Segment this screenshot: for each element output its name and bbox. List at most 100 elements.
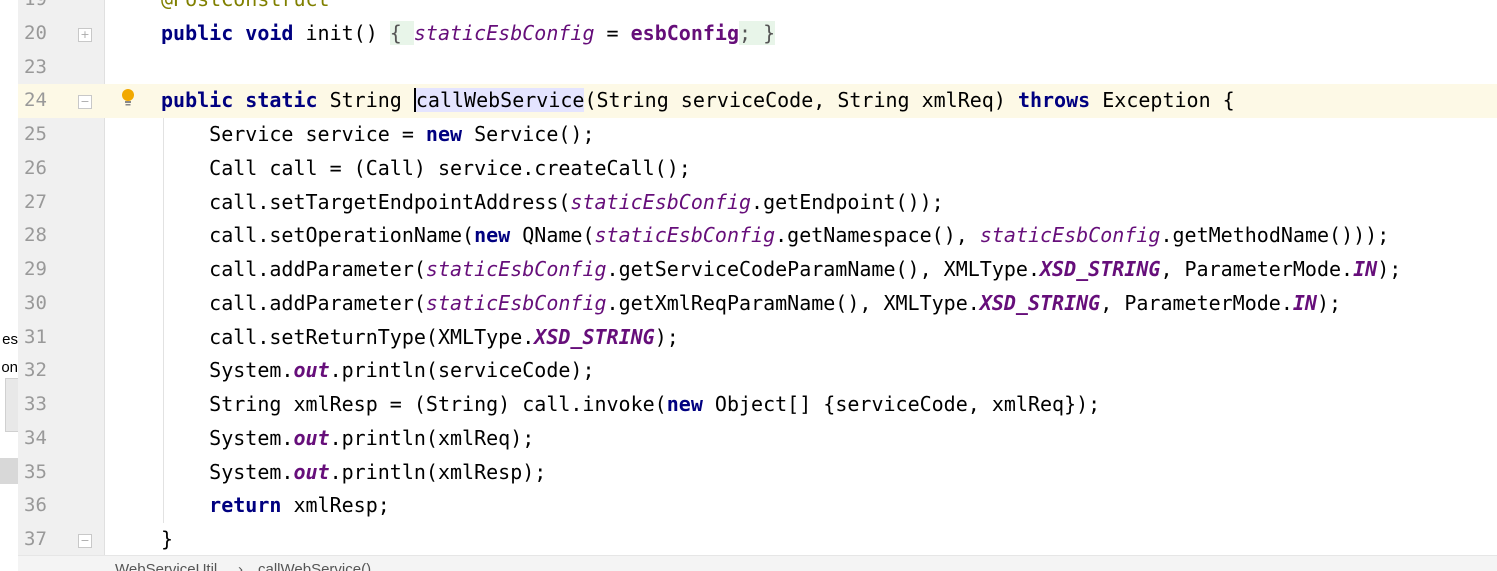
code-token: staticEsbConfig: [594, 223, 776, 248]
code-token: System.: [161, 358, 294, 383]
line-number: 35: [24, 460, 47, 483]
code-token: public static: [161, 88, 330, 113]
code-text: Service service = new Service();: [161, 118, 595, 152]
code-text: Call call = (Call) service.createCall();: [161, 152, 691, 186]
code-line[interactable]: 29 call.addParameter(staticEsbConfig.get…: [18, 253, 1497, 287]
code-token: .println(xmlReq);: [329, 425, 535, 450]
code-line[interactable]: 33 String xmlResp = (String) call.invoke…: [18, 388, 1497, 422]
code-token: new: [474, 223, 523, 248]
code-text: call.addParameter(staticEsbConfig.getXml…: [161, 287, 1341, 321]
code-token: (String serviceCode, String xmlReq): [584, 88, 1018, 113]
code-token: Call call = (Call) service.createCall();: [161, 155, 691, 180]
code-line[interactable]: 20 public void init() { staticEsbConfig =…: [18, 17, 1497, 51]
code-token: [161, 493, 209, 517]
code-token: staticEsbConfig: [979, 223, 1161, 248]
code-text: }: [161, 523, 173, 557]
code-token: XSD_STRING: [534, 324, 655, 349]
code-token: throws: [1017, 88, 1103, 113]
breadcrumb-method[interactable]: callWebService(): [258, 561, 372, 571]
code-token: staticEsbConfig: [425, 257, 607, 281]
lightbulb-icon[interactable]: [121, 88, 135, 108]
line-number: 34: [24, 426, 47, 449]
code-line[interactable]: 28 call.setOperationName(new QName(stati…: [18, 219, 1497, 253]
code-editor[interactable]: 19 @PostConstruct 20 public void init() { s…: [18, 0, 1497, 557]
code-line[interactable]: 35 System.out.println(xmlResp);: [18, 456, 1497, 490]
panel-selected-item[interactable]: [0, 458, 18, 484]
code-text: System.out.println(serviceCode);: [161, 354, 594, 388]
line-number: 24: [24, 89, 47, 112]
code-token: init(): [305, 20, 390, 45]
code-token: .getMethodName()));: [1160, 223, 1390, 248]
code-line[interactable]: 25 Service service = new Service();: [18, 118, 1497, 152]
indent-guide: [163, 118, 164, 523]
code-line[interactable]: 30 call.addParameter(staticEsbConfig.get…: [18, 287, 1497, 321]
code-text: public void init() { staticEsbConfig = e…: [161, 17, 776, 51]
breadcrumb-separator: ›: [238, 561, 243, 571]
code-token: .getNamespace(),: [775, 223, 980, 248]
code-text: call.addParameter(staticEsbConfig.getSer…: [161, 253, 1401, 287]
line-number: 20: [24, 21, 47, 44]
fold-collapse-icon[interactable]: −: [78, 95, 92, 109]
code-line[interactable]: 36 return xmlResp;: [18, 489, 1497, 523]
code-line[interactable]: 27 call.setTargetEndpointAddress(staticE…: [18, 186, 1497, 220]
code-token: .println(serviceCode);: [329, 358, 595, 383]
code-token: return: [209, 493, 294, 518]
code-line[interactable]: 37}: [18, 523, 1497, 557]
panel-text-fragment: es: [2, 331, 18, 348]
code-token: XSD_STRING: [979, 290, 1101, 315]
code-token: .getServiceCodeParamName(), XMLType.: [606, 257, 1041, 281]
code-text: System.out.println(xmlReq);: [161, 422, 534, 456]
fold-collapse-icon[interactable]: −: [78, 534, 92, 548]
code-token: xmlResp;: [293, 493, 390, 518]
panel-scrollbar[interactable]: [5, 378, 18, 432]
code-text: call.setTargetEndpointAddress(staticEsbC…: [161, 186, 944, 220]
code-token: Service();: [474, 122, 595, 146]
code-token: IN: [1292, 290, 1317, 315]
code-token: staticEsbConfig: [413, 20, 595, 45]
line-number: 32: [24, 359, 47, 382]
code-token: System.: [161, 459, 294, 484]
code-token: esbConfig: [630, 20, 740, 45]
code-token: Service service =: [161, 122, 426, 146]
code-token: out: [293, 425, 330, 450]
breadcrumb-class[interactable]: WebServiceUtil: [115, 561, 218, 571]
code-line[interactable]: 32 System.out.println(serviceCode);: [18, 354, 1497, 388]
code-token: );: [1316, 290, 1342, 315]
code-token: new: [425, 122, 475, 146]
line-number: 25: [24, 123, 47, 145]
code-token: IN: [1353, 257, 1378, 281]
line-number: 30: [24, 291, 47, 314]
code-text: call.setOperationName(new QName(staticEs…: [161, 219, 1389, 253]
code-line[interactable]: 31 call.setReturnType(XMLType.XSD_STRING…: [18, 321, 1497, 355]
code-text: @PostConstruct: [161, 0, 330, 17]
code-token: call.addParameter(: [161, 257, 426, 281]
line-number: 19: [24, 0, 54, 17]
line-number: 33: [24, 393, 47, 415]
code-token: ; }: [739, 20, 776, 45]
code-token: QName(: [522, 223, 595, 248]
code-text: call.setReturnType(XMLType.XSD_STRING);: [161, 321, 679, 355]
line-number: 23: [24, 55, 47, 78]
code-token: staticEsbConfig: [570, 189, 752, 214]
project-panel-edge: es on: [0, 0, 18, 570]
code-line[interactable]: 34 System.out.println(xmlReq);: [18, 422, 1497, 456]
code-token: , ParameterMode.: [1100, 290, 1293, 315]
line-number: 31: [24, 325, 47, 348]
panel-text-fragment: on: [1, 359, 18, 376]
code-token: call.setReturnType(XMLType.: [161, 324, 535, 349]
code-line[interactable]: 23: [18, 51, 1497, 85]
code-token: , ParameterMode.: [1160, 257, 1354, 281]
code-line[interactable]: 26 Call call = (Call) service.createCall…: [18, 152, 1497, 186]
code-token: call.setTargetEndpointAddress(: [161, 189, 571, 214]
code-token: call.setOperationName(: [161, 223, 475, 248]
line-number: 37: [24, 528, 47, 550]
code-token: );: [654, 324, 679, 349]
fold-expand-icon[interactable]: +: [78, 28, 92, 42]
line-number: 29: [24, 258, 47, 280]
code-token: new: [666, 392, 715, 416]
breadcrumb: WebServiceUtil › callWebService(): [18, 555, 1497, 571]
code-token: .getEndpoint());: [751, 189, 944, 214]
code-text: System.out.println(xmlResp);: [161, 456, 546, 490]
code-line[interactable]: 19 @PostConstruct: [18, 0, 1497, 17]
